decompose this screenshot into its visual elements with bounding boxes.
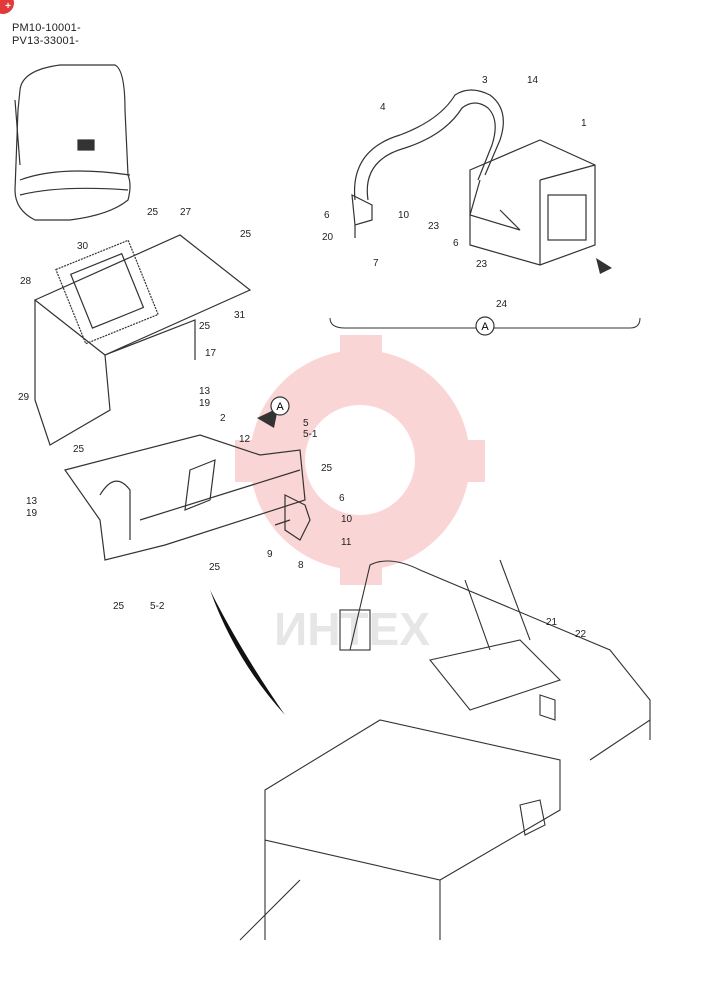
callout: 6 xyxy=(339,493,345,504)
callout: 6 xyxy=(453,238,459,249)
callout: 4 xyxy=(380,102,386,113)
callout: 27 xyxy=(180,207,192,218)
callout: 25 xyxy=(73,444,85,455)
callout: 17 xyxy=(205,348,217,359)
callout: 1 xyxy=(581,118,587,129)
callout: 25 xyxy=(240,229,252,240)
callout: 20 xyxy=(322,232,334,243)
callouts-cover: 25 27 25 30 28 31 25 17 29 13 19 2 12 25… xyxy=(18,207,252,612)
heater-cover xyxy=(33,234,252,446)
callout: 6 xyxy=(324,210,330,221)
callout: 3 xyxy=(482,75,488,86)
callout: 8 xyxy=(298,560,304,571)
callouts-installation: 21 22 xyxy=(546,617,587,640)
callout: 10 xyxy=(341,514,353,525)
callout: 13 xyxy=(26,496,38,507)
callout: 12 xyxy=(239,434,251,445)
callout: 31 xyxy=(234,310,246,321)
callout: 25 xyxy=(113,601,125,612)
callout: 23 xyxy=(428,221,440,232)
callout: 30 xyxy=(77,241,89,252)
callout: 25 xyxy=(199,321,211,332)
duct-bracket xyxy=(64,434,306,561)
callout: 2 xyxy=(220,413,226,424)
callout: 22 xyxy=(575,629,587,640)
view-a-marker-2-label: A xyxy=(276,401,284,413)
callout: 14 xyxy=(527,75,539,86)
heater-unit xyxy=(353,89,596,266)
callout: 23 xyxy=(476,259,488,270)
cab-view xyxy=(14,64,131,221)
callout: 25 xyxy=(321,463,333,474)
view-a-arrow-icon xyxy=(257,408,278,428)
callout: 13 xyxy=(199,386,211,397)
callouts-fitting: 5 5-1 25 6 10 11 9 8 xyxy=(267,418,353,571)
callout: 24 xyxy=(496,299,508,310)
callout: 5-2 xyxy=(150,601,165,612)
callout: 25 xyxy=(147,207,159,218)
view-a-marker-icon xyxy=(475,316,495,336)
callout: 9 xyxy=(267,549,273,560)
watermark-text: ИНТЕХ xyxy=(274,603,430,655)
callout: 11 xyxy=(341,537,352,548)
callout: 7 xyxy=(373,258,379,269)
view-a-marker-2-icon xyxy=(270,396,290,416)
callout: 25 xyxy=(209,562,221,573)
serial-range-2: PV13-33001- xyxy=(12,35,80,47)
callout: 29 xyxy=(18,392,30,403)
view-a-fitting xyxy=(351,193,373,238)
callout: 19 xyxy=(199,398,211,409)
watermark-gear-icon xyxy=(235,335,485,585)
machine-installation-view xyxy=(239,559,651,941)
callout: 28 xyxy=(20,276,32,287)
callout: 21 xyxy=(546,617,558,628)
callout: 5 xyxy=(303,418,309,429)
view-a-marker-label: A xyxy=(481,321,489,333)
center-fitting xyxy=(274,494,311,541)
serial-range-1: PM10-10001- xyxy=(12,22,81,34)
callout: 5-1 xyxy=(303,429,318,440)
callout: 19 xyxy=(26,508,38,519)
corner-badge: + xyxy=(0,0,14,14)
callouts-view-a: 1 3 4 6 10 20 7 14 23 6 23 24 xyxy=(322,75,587,310)
direction-arrow-icon xyxy=(596,258,612,274)
callout: 10 xyxy=(398,210,410,221)
